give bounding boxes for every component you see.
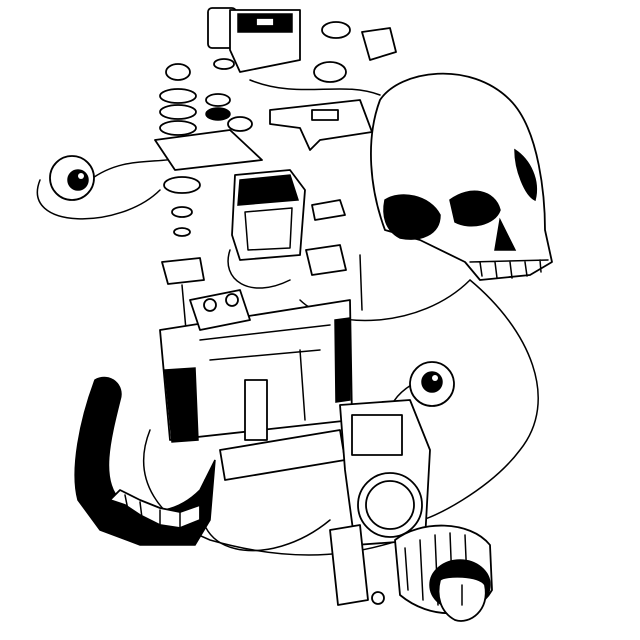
- top-plate-bracket: [269, 99, 373, 151]
- skull: [370, 72, 553, 281]
- eyeball-right: [409, 361, 455, 407]
- camera-body: [159, 289, 353, 481]
- viewfinder-top-assembly: [207, 7, 397, 83]
- pentaprism: [231, 169, 346, 261]
- jawbone: [74, 376, 216, 546]
- lens-with-tongue: [394, 524, 493, 622]
- mirror-box: [329, 399, 431, 606]
- shutter-dial-parts: [161, 176, 363, 331]
- eyeball-left: [49, 155, 95, 201]
- lens-elements-stack: [154, 63, 263, 171]
